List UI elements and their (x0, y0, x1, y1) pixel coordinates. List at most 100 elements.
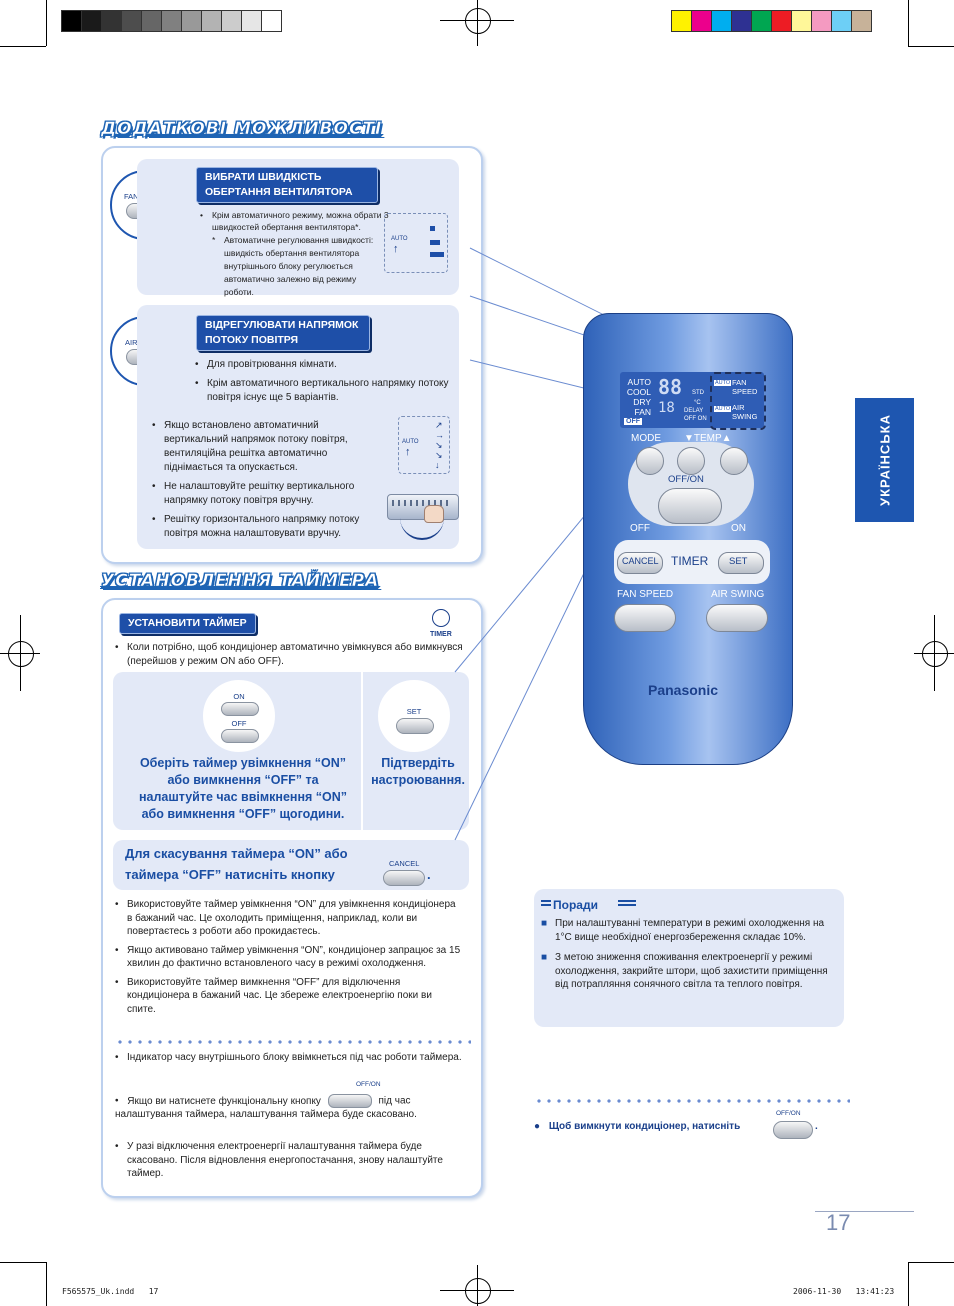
list-item: Для провітрювання кімнати. (195, 358, 455, 372)
lcd-auto: AUTO (714, 380, 732, 386)
section-title-extra-features: ДОДАТКОВІ МОЖЛИВОСТІ (101, 119, 383, 140)
timer-note-bullets-2: У разі відключення електроенергії налашт… (115, 1140, 455, 1186)
bullet-text: під час налаштування таймера, налаштуван… (115, 1095, 417, 1121)
dotted-divider (115, 1040, 471, 1044)
list-item: У разі відключення електроенергії налашт… (115, 1140, 455, 1181)
cancel-period: . (427, 867, 431, 882)
auto-label: AUTO (402, 439, 419, 445)
rotate-arrow-icon (400, 516, 444, 540)
pill-icon (396, 718, 434, 734)
timer-icon-label: TIMER (430, 631, 452, 638)
temp-label: ▼TEMP▲ (684, 433, 732, 444)
mode-label: MODE (631, 433, 661, 444)
temp-up-button[interactable] (720, 447, 748, 475)
cancel-button-icon (383, 870, 425, 886)
timer-cancel-button[interactable] (617, 552, 663, 574)
list-item: Коли потрібно, щоб кондиціонер автоматич… (115, 641, 465, 669)
turn-off-note: ● Щоб вимкнути кондиціонер, натисніть (534, 1121, 741, 1132)
mode-button[interactable] (636, 447, 664, 475)
air-swing-heading: ВІДРЕГУЛЮВАТИ НАПРЯМОК ПОТОКУ ПОВІТРЯ (196, 315, 370, 351)
clock-icon (432, 609, 450, 627)
list-item: Якщо встановлено автоматичний вертикальн… (152, 419, 384, 475)
fan-speed-button[interactable] (614, 604, 676, 632)
list-item: Використовуйте таймер увімкнення “ON” дл… (115, 898, 463, 939)
color-strip (671, 10, 872, 32)
off-caption: OFF (231, 719, 247, 728)
brand-logo: Panasonic (648, 682, 719, 698)
air-swing-button[interactable] (706, 604, 768, 632)
timer-step-2: Підтвердіть настроювання. (371, 756, 465, 787)
cancel-timer-line2: таймера “OFF” натисніть кнопку (125, 867, 335, 882)
grayscale-strip (61, 10, 282, 32)
section-title-timer: УСТАНОВЛЕННЯ ТАЙМЕРА (101, 571, 380, 592)
set-label: SET (729, 556, 748, 567)
timer-intro: Коли потрібно, щоб кондиціонер автоматич… (115, 641, 465, 674)
list-item: Крім автоматичного режиму, можна обрати … (200, 209, 390, 233)
fan-level-icon (430, 226, 435, 231)
on-off-buttons-illustration: ON OFF (201, 678, 277, 754)
set-caption: SET (406, 707, 422, 716)
swing-directions-icon: ↗→↘↘↓ (435, 420, 444, 470)
fan-level-icon (430, 240, 440, 245)
language-tab: УКРАЇНСЬКА (855, 398, 914, 522)
page-number-line (815, 1211, 914, 1212)
lcd-off-indicator: OFF (624, 418, 642, 425)
list-item: Індикатор часу внутрішнього блоку ввімкн… (115, 1051, 465, 1065)
list-item: Решітку горизонтального напрямку потоку … (152, 513, 384, 541)
tips-title: Поради (553, 898, 598, 912)
cancel-button-caption: CANCEL (389, 859, 420, 868)
cancel-label: CANCEL (622, 556, 659, 566)
power-offon-button[interactable] (658, 488, 722, 524)
list-item: ■ При налаштуванні температури в режимі … (541, 918, 825, 943)
lcd-auto: AUTO (714, 406, 732, 412)
lcd-display: AUTO COOL DRY FAN OFF 88 STD °C 18 DELAY… (620, 372, 766, 430)
offon-label: OFF/ON (668, 474, 704, 485)
fan-speed-note: Автоматичне регулювання швидкості: швидк… (224, 235, 374, 297)
timer-set-button[interactable] (718, 552, 764, 574)
auto-label: AUTO (391, 236, 408, 242)
timer-usage-bullets: Використовуйте таймер увімкнення “ON” дл… (115, 898, 463, 1021)
list-item: Крім автоматичного вертикального напрямк… (195, 377, 455, 405)
footer-file: F565575_Uk.indd 17 (62, 1287, 159, 1296)
temp-down-button[interactable] (677, 447, 705, 475)
lcd-delay: DELAY (684, 408, 704, 414)
up-arrow-icon: ↑ (393, 243, 399, 255)
page-number: 17 (826, 1210, 851, 1235)
lcd-air-swing: AIR SWING (732, 403, 758, 421)
fan-speed-bullets: Крім автоматичного режиму, можна обрати … (200, 209, 390, 238)
louver-slats-icon (392, 500, 452, 506)
note-marker: * (212, 235, 216, 245)
lcd-celsius: °C (694, 400, 701, 406)
off-label: OFF (630, 523, 650, 534)
pill-icon (221, 729, 259, 743)
lcd-mode-list: AUTO COOL DRY FAN (626, 377, 651, 417)
offon-button-icon (773, 1121, 813, 1139)
list-item: Якщо активовано таймер увімкнення “ON”, … (115, 944, 463, 971)
timer-note-bullets: Індикатор часу внутрішнього блоку ввімкн… (115, 1051, 465, 1070)
remote-control: AUTO COOL DRY FAN OFF 88 STD °C 18 DELAY… (583, 313, 793, 765)
on-caption: ON (233, 692, 245, 701)
set-timer-heading: УСТАНОВИТИ ТАЙМЕР (119, 613, 256, 634)
on-label: ON (731, 523, 746, 534)
list-item: Не налаштовуйте решітку вертикального на… (152, 480, 384, 508)
dotted-divider (534, 1099, 850, 1103)
tips-lines-icon (618, 900, 636, 908)
timer-step-1: Оберіть таймер увімкнення “ON” або вимкн… (138, 756, 348, 821)
air-swing-bullets-top: Для провітрювання кімнати. Крім автомати… (195, 358, 455, 410)
bullet-text: Якщо ви натиснете функціональну кнопку (127, 1095, 321, 1107)
vertical-swing-diagram: AUTO ↑ ↗→↘↘↓ (398, 416, 450, 474)
fan-speed-heading: ВИБРАТИ ШВИДКІСТЬ ОБЕРТАННЯ ВЕНТИЛЯТОРА (196, 167, 378, 203)
offon-caption: OFF/ON (776, 1110, 801, 1117)
footer-date: 2006-11-30 13:41:23 (793, 1287, 895, 1296)
up-arrow-icon: ↑ (405, 446, 411, 458)
fan-speed-diagram: AUTO ↑ (384, 213, 448, 273)
tips-box (534, 889, 844, 1027)
timer-note-bullet-2: • Якщо ви натиснете функціональну кнопку… (115, 1094, 417, 1121)
panel-divider (361, 672, 363, 830)
air-swing-bullets-bottom: Якщо встановлено автоматичний вертикальн… (152, 419, 384, 546)
turn-off-period: . (815, 1121, 818, 1132)
tips-lines-icon (541, 900, 551, 908)
fan-level-icon (430, 252, 444, 257)
lcd-fan-speed-box (710, 372, 766, 430)
